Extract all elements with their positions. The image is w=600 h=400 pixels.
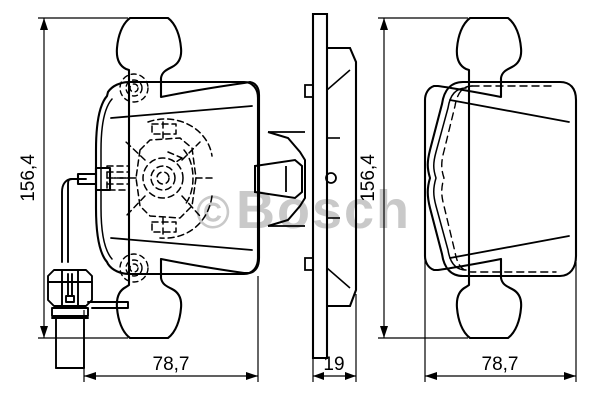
watermark-copyright-icon: © — [196, 186, 230, 238]
left-dimensions — [38, 17, 259, 382]
left-front-view — [47, 16, 261, 369]
watermark-brand-text: Bosch — [236, 180, 411, 240]
right-rear-view — [423, 16, 578, 340]
friction-material-inner-edge — [100, 98, 113, 260]
center-hole-edge — [325, 172, 337, 184]
rivet-hole-top — [119, 73, 149, 103]
center-edge-view — [254, 12, 358, 360]
dim-label-left-height: 156,4 — [18, 154, 39, 202]
bosch-watermark: © Bosch — [196, 180, 411, 240]
wear-sensor-connector — [47, 269, 129, 369]
chamfer-slot-bottom — [110, 237, 253, 251]
rear-friction-hidden-edge — [441, 85, 557, 273]
friction-material-outline — [94, 80, 260, 276]
rear-chamfer-bottom — [449, 235, 570, 259]
friction-edge-inner-top — [326, 69, 351, 91]
rivet-hole-bottom — [119, 253, 149, 283]
locating-tab-bottom — [304, 257, 314, 271]
locating-tab-top — [304, 84, 314, 98]
backing-plate-outline — [115, 16, 261, 340]
rear-backing-plate-outline — [423, 16, 523, 340]
wear-sensor-wire-2 — [67, 178, 87, 263]
hidden-backing-detail — [106, 118, 215, 239]
friction-edge-inner-bot — [326, 267, 351, 289]
dim-label-right-width: 78,7 — [482, 354, 519, 375]
rear-chamfer-top — [449, 99, 570, 123]
dim-label-left-width: 78,7 — [153, 354, 190, 375]
sensor-boss-face — [254, 158, 303, 200]
rear-friction-outline — [426, 80, 578, 278]
dim-label-center-thickness: 19 — [323, 354, 344, 375]
chamfer-slot-top — [110, 105, 253, 119]
backing-plate-edge — [311, 12, 329, 360]
dim-label-right-height: 156,4 — [358, 154, 379, 202]
friction-material-edge — [327, 46, 358, 308]
wear-sensor-wire — [61, 178, 79, 263]
sensor-bracket-tab — [94, 166, 112, 192]
right-dimensions — [378, 17, 577, 382]
center-dimensions — [312, 272, 357, 382]
sensor-boss-edge — [267, 131, 306, 227]
